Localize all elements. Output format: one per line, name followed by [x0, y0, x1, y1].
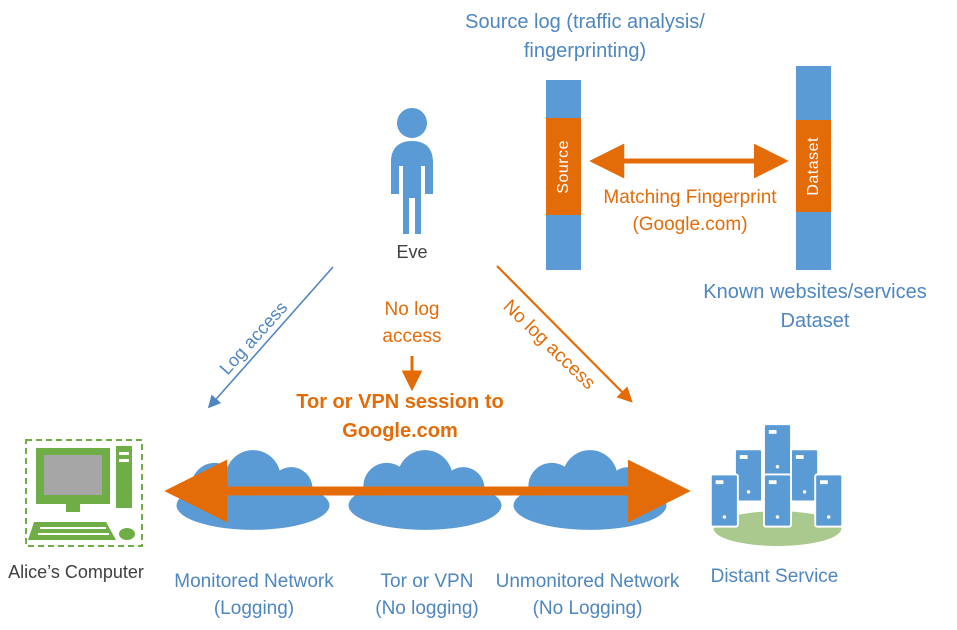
log-access-label: Log access [215, 297, 292, 379]
source-bar-orange-segment: Source [546, 118, 581, 215]
distant-service-label: Distant Service [710, 566, 839, 587]
diagram-title-line1: Source log (traffic analysis/ [465, 11, 705, 33]
source-bar-label: Source [554, 139, 572, 194]
alice-computer-icon [25, 439, 143, 547]
unmonitored-network-line1: Unmonitored Network [495, 571, 680, 592]
session-label-line1: Tor or VPN session to [296, 391, 504, 413]
dataset-bar-orange-segment: Dataset [796, 120, 831, 212]
dataset-caption-line2: Dataset [780, 310, 850, 332]
session-label: Tor or VPN session to Google.com [245, 388, 555, 446]
source-log-bar: Source [546, 80, 581, 270]
eve-person-icon [391, 108, 433, 234]
matching-fingerprint-line1: Matching Fingerprint [603, 187, 777, 208]
log-access-arrow [207, 266, 334, 409]
monitored-network-line2: (Logging) [213, 598, 295, 619]
unmonitored-network-line2: (No Logging) [532, 598, 643, 619]
dataset-bar: Dataset [796, 66, 831, 270]
tor-vpn-cloud-icon [348, 450, 502, 530]
dataset-bar-label: Dataset [804, 136, 822, 196]
no-log-access-diagonal-label: No log access [498, 295, 600, 394]
unmonitored-network-cloud-icon [513, 450, 667, 530]
monitored-network-line1: Monitored Network [174, 571, 334, 592]
unmonitored-network-label: Unmonitored Network (No Logging) [490, 568, 685, 622]
monitored-network-cloud-icon [176, 450, 330, 530]
matching-fingerprint-line2: (Google.com) [632, 214, 748, 235]
tor-vpn-line1: Tor or VPN [380, 571, 474, 592]
matching-fingerprint-label: Matching Fingerprint (Google.com) [575, 184, 805, 238]
tor-vpn-line2: (No logging) [375, 598, 479, 619]
diagram-title: Source log (traffic analysis/ fingerprin… [420, 8, 750, 66]
dataset-caption: Known websites/services Dataset [690, 278, 940, 336]
no-log-access-center-line1: No log [384, 299, 440, 320]
diagram-title-line2: fingerprinting) [523, 40, 647, 62]
monitored-network-label: Monitored Network (Logging) [163, 568, 345, 622]
eve-label: Eve [396, 242, 428, 262]
dataset-caption-line1: Known websites/services [703, 281, 927, 303]
tor-vpn-label: Tor or VPN (No logging) [348, 568, 506, 622]
no-log-access-center-line2: access [382, 326, 442, 347]
session-label-line2: Google.com [342, 420, 458, 442]
distant-service-servers-icon [709, 423, 844, 546]
no-log-access-center-label: No log access [352, 296, 472, 350]
alice-computer-label: Alice’s Computer [8, 562, 144, 582]
